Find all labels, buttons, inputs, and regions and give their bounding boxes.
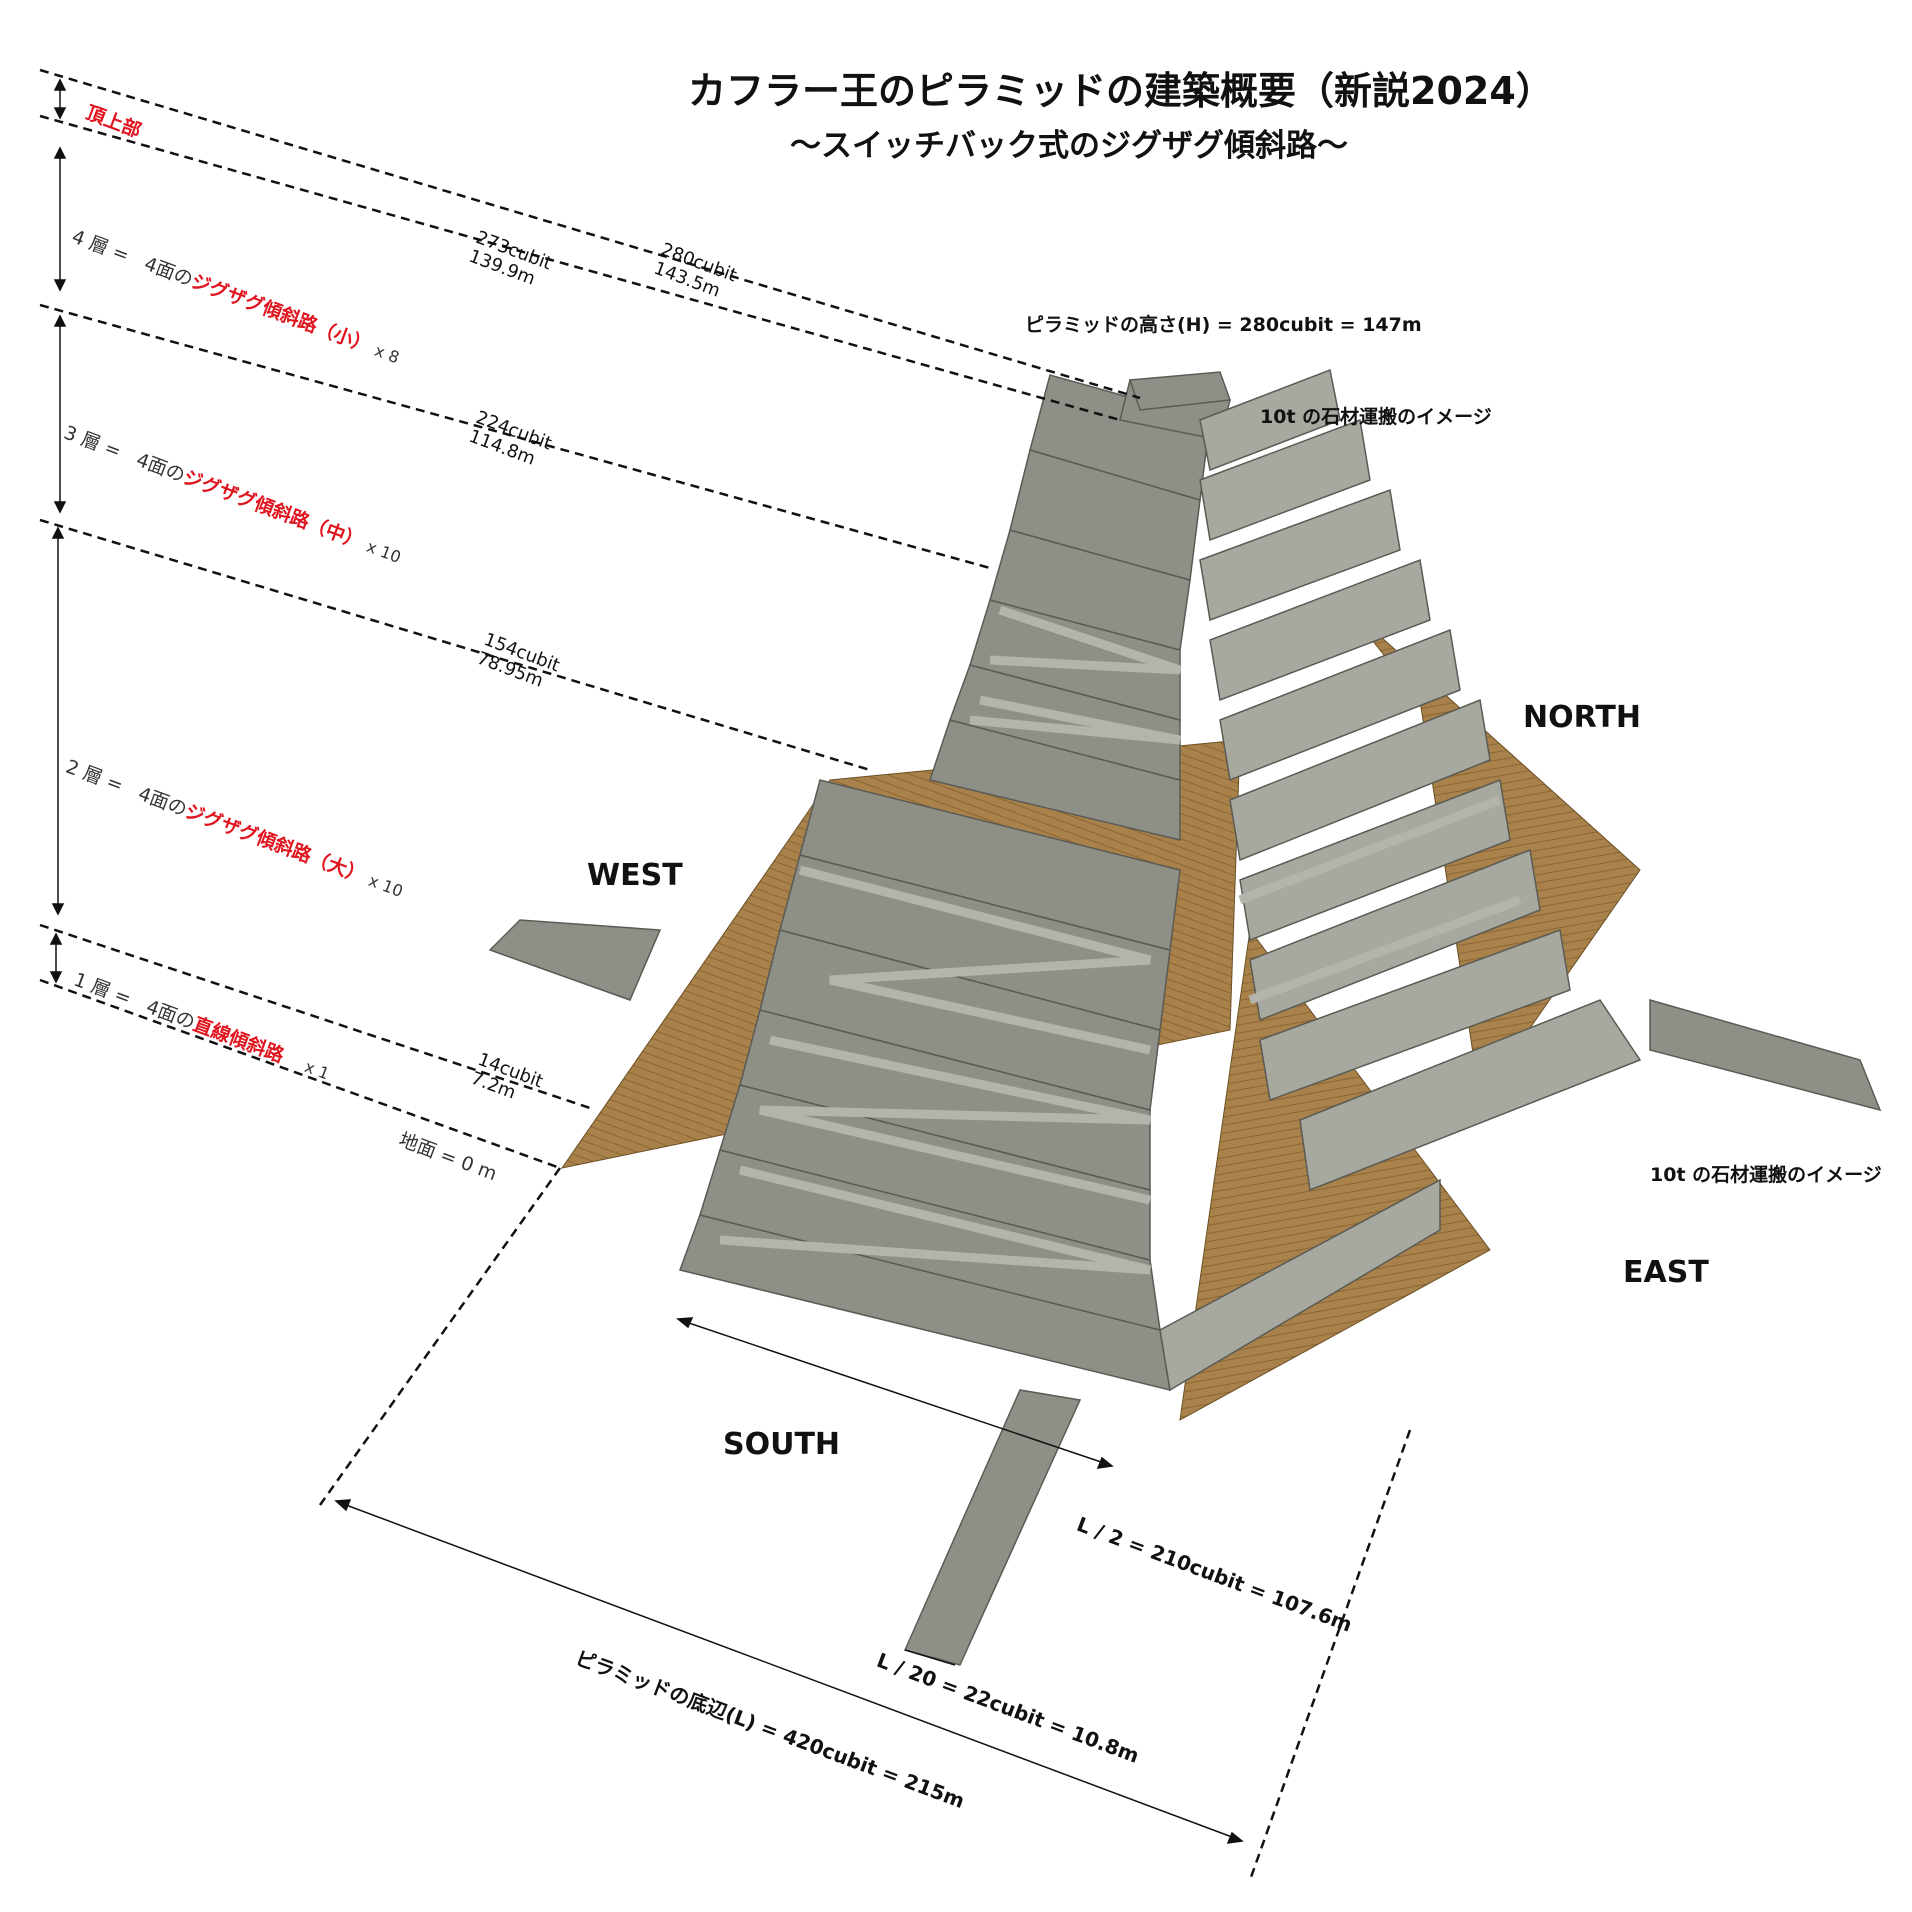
- direction-south: SOUTH: [723, 1427, 841, 1462]
- south-ramp: [903, 1389, 1082, 1666]
- pyramid-summit: [1128, 371, 1232, 411]
- direction-west: WEST: [587, 858, 683, 893]
- transport-image-label-east: 10t の石材運搬のイメージ: [1650, 1164, 1882, 1186]
- level-lines: [39, 68, 1412, 1881]
- zigzag-ramps: [719, 605, 1522, 1275]
- page-title: カフラー王のピラミッドの建築概要（新説2024）: [688, 69, 1554, 113]
- direction-north: NORTH: [1523, 700, 1641, 735]
- dimension-arrows: [334, 1317, 1244, 1844]
- page-subtitle: 〜スイッチバック式のジグザグ傾斜路〜: [790, 128, 1348, 164]
- transport-image-label-top: 10t の石材運搬のイメージ: [1260, 406, 1492, 428]
- height-label: ピラミッドの高さ(H) = 280cubit = 147m: [1025, 314, 1422, 336]
- direction-east: EAST: [1623, 1255, 1709, 1290]
- layer-arrows: [49, 78, 67, 984]
- west-ramp: [488, 919, 662, 1001]
- east-ramp: [1649, 999, 1882, 1112]
- stone-core-east: [1159, 368, 1642, 1392]
